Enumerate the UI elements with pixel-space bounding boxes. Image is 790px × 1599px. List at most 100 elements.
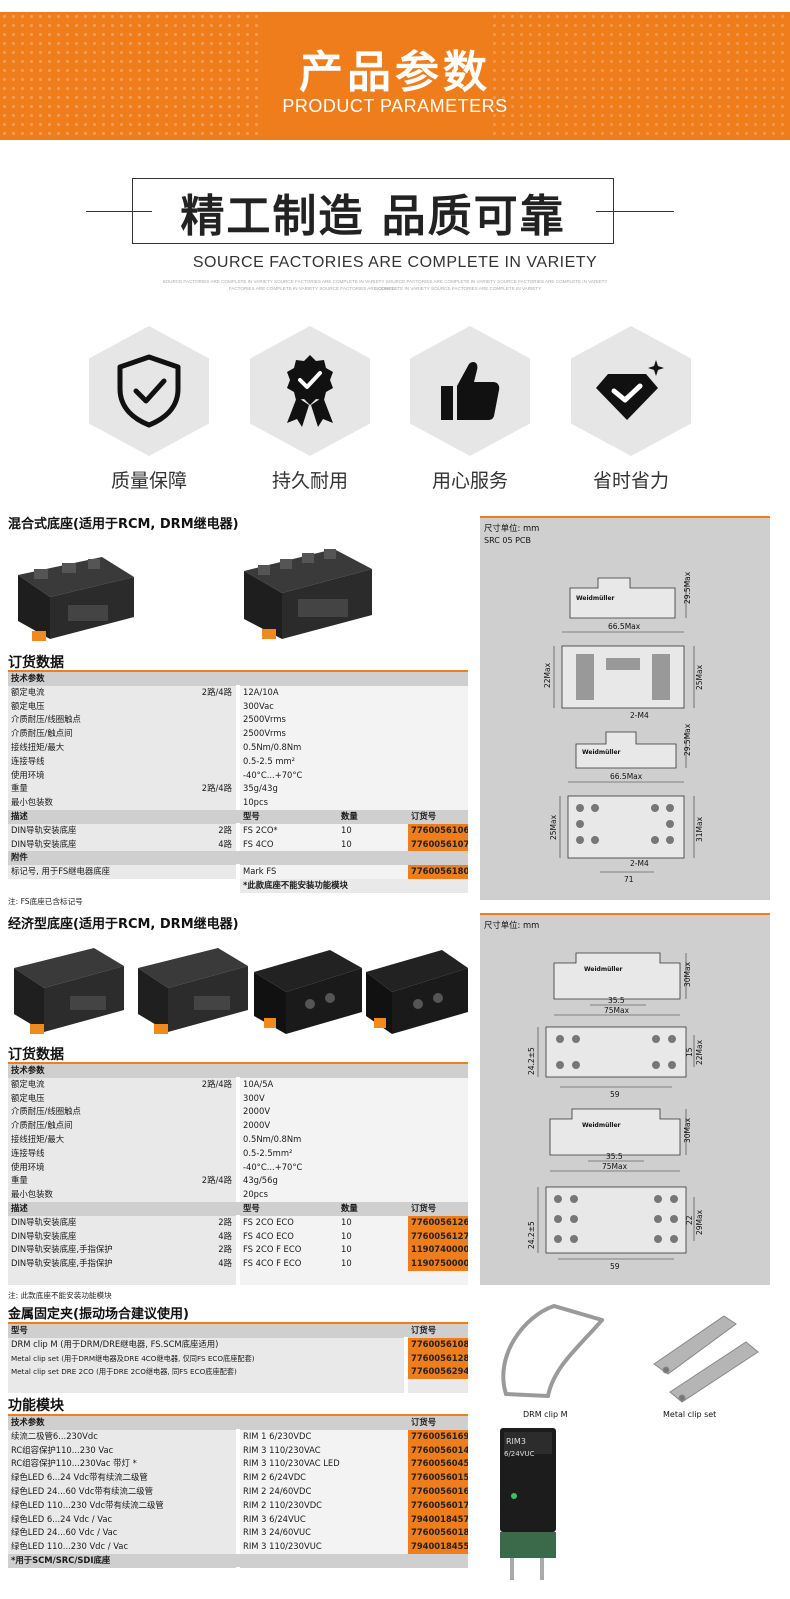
spec-value: 2500Vrms <box>240 713 468 728</box>
header-cell: 数量 <box>341 810 358 821</box>
feature-label: 质量保障 <box>110 470 187 492</box>
order-number: 7760056126 <box>408 1215 468 1230</box>
brand-label: Weidmüller <box>582 749 621 756</box>
header-cell-empty <box>240 851 468 866</box>
module-desc: 绿色LED 110...230 Vdc带有续流二级管 <box>8 1498 236 1513</box>
brand-label: Weidmüller <box>584 966 623 973</box>
spec-label: 重量 <box>8 782 236 797</box>
order-number: 7760056015 <box>408 1471 468 1485</box>
slogan-title: 精工制造 品质可靠 <box>180 191 566 242</box>
slogan-frame <box>132 178 614 244</box>
section-hybrid-base-title: 混合式底座(适用于RCM, DRM继电器) <box>8 517 239 532</box>
footnote-text: *此款底座不能安装功能模块 <box>240 878 468 893</box>
module-voltage-label: 6/24VUC <box>504 1450 535 1458</box>
thumbs-up-icon <box>441 362 500 420</box>
shield-check-icon <box>117 354 181 428</box>
dim-label: 29Max <box>695 1209 704 1235</box>
clip-desc: Metal clip set DRE 2CO (用于DRE 2CO继电器, 同F… <box>8 1365 404 1380</box>
order-number: 7760056108 <box>408 1337 468 1352</box>
dimension-drawing-panel: 尺寸单位: mm SRC 05 PCB Weidmüller 66.5Max 2… <box>480 516 770 900</box>
drawing-model-label: SRC 05 PCB <box>484 536 531 545</box>
order-desc: DIN导轨安装底座,手指保护 <box>8 1257 236 1271</box>
spec-label: 连接导线 <box>8 754 236 769</box>
spec-value: 2000V <box>240 1119 468 1133</box>
module-desc: 续流二极管6...230Vdc <box>8 1429 236 1444</box>
dim-width-label: 66.5Max <box>610 772 643 781</box>
slogan-divider-left <box>86 211 152 212</box>
spec-label: 最小包装数 <box>8 796 236 810</box>
order-qualifier: 4路 <box>218 838 232 849</box>
banner-title: 产品参数 <box>299 47 491 98</box>
brand-label: Weidmüller <box>582 1122 621 1129</box>
table-header-row: 技术参数 订货号 <box>8 1416 468 1430</box>
table-header-row: 技术参数 <box>8 1064 468 1078</box>
order-number: 7940018457 <box>408 1512 468 1527</box>
spec-value: 2500Vrms <box>240 727 468 741</box>
spec-value: 0.5-2.5mm² <box>240 1146 468 1161</box>
order-number: 7760056018 <box>408 1526 468 1541</box>
dim-label: 22 <box>685 1215 694 1225</box>
rim3-module-photo: RIM3 6/24VUC <box>500 1428 556 1580</box>
spec-value: -40°C...+70°C <box>240 1160 468 1175</box>
spec-label: 使用环境 <box>8 1160 236 1175</box>
module-desc: RC组容保护110...230 Vac <box>8 1443 236 1458</box>
empty-cell <box>240 1553 468 1568</box>
feature-label: 持久耐用 <box>271 470 348 492</box>
accessory-header-row: 附件 <box>8 851 468 866</box>
header-cell: 订货号 <box>408 1416 468 1430</box>
footnote-text: *用于SCM/SRC/SDI底座 <box>8 1553 236 1568</box>
feature-service: 用心服务 <box>405 326 535 493</box>
spec-qualifier: 2路/4路 <box>201 783 232 794</box>
economy-base-2co-f-photo <box>254 950 362 1034</box>
dim-label: 35.5 <box>608 996 625 1005</box>
order-desc: DIN导轨安装底座 <box>8 1215 236 1230</box>
module-desc: 绿色LED 6...24 Vdc / Vac <box>8 1512 236 1527</box>
order-qualifier: 2路 <box>218 824 232 835</box>
order-header-row: 描述 型号 数量 订货号 <box>8 1201 468 1216</box>
header-cell: 订货号 <box>408 1324 468 1338</box>
feature-hexagon <box>571 326 691 456</box>
accessory-order-number: 7760056180 <box>408 865 468 879</box>
header-cell: 技术参数 <box>8 1064 236 1078</box>
spec-value: 20pcs <box>240 1188 468 1202</box>
order-qty: 10 <box>341 838 352 849</box>
slogan-tiny-text-2: FACTORIES ARE COMPLETE IN VARIETY SOURCE… <box>228 286 542 291</box>
section-economy-base-title: 经济型底座(适用于RCM, DRM继电器) <box>8 917 239 932</box>
slogan-divider-right <box>596 211 674 212</box>
spec-label: 介质耐压/触点间 <box>8 1119 236 1133</box>
table-header-row: 型号 订货号 <box>8 1324 468 1338</box>
spec-row: 使用环境 -40°C...+70°C <box>8 1160 468 1175</box>
clip-caption: Metal clip set <box>663 1410 717 1419</box>
spec-qualifier: 2路/4路 <box>201 686 232 697</box>
spec-qualifier: 2路/4路 <box>201 1175 232 1186</box>
spacer-row <box>8 1270 468 1285</box>
spec-value: 0.5Nm/0.8Nm <box>240 740 468 755</box>
spec-label: 介质耐压/触点间 <box>8 727 236 741</box>
spec-label: 重量 <box>8 1174 236 1189</box>
header-cell: 技术参数 <box>8 672 236 686</box>
spec-value: 2000V <box>240 1105 468 1120</box>
empty-cell <box>8 1379 404 1393</box>
header-cell: 订货号 <box>408 1201 468 1216</box>
spacer-row <box>8 1379 468 1393</box>
dimension-drawing-panel: 尺寸单位: mm Weidmüller 30Max 35.5 75Max 59 … <box>480 913 770 1285</box>
banner-dot-pattern <box>0 12 260 140</box>
order-qualifier: 4路 <box>218 1230 232 1241</box>
dim-label: 15 <box>685 1047 694 1057</box>
spec-value: 35g/43g <box>240 782 468 797</box>
module-label: RIM3 <box>506 1437 526 1446</box>
spec-value: 300Vac <box>240 699 468 714</box>
order-number: 7760056017 <box>408 1498 468 1513</box>
dim-height-label: 29.5Max <box>683 571 692 604</box>
